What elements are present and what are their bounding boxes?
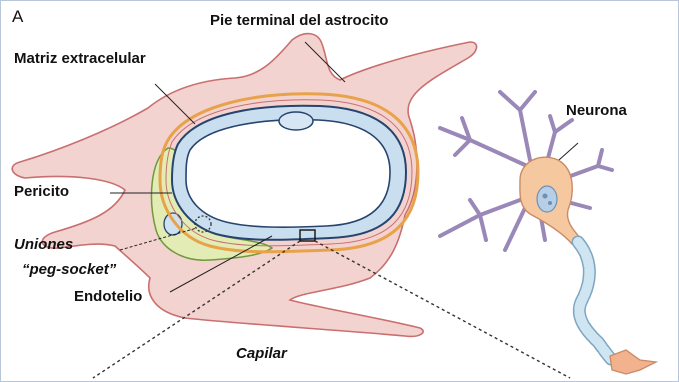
neuron-nucleolus-2 [548,201,552,205]
extracellular-matrix-label: Matriz extracelular [14,51,146,66]
junctions-label-line1: Uniones [14,237,73,252]
endothelium-label: Endotelio [74,289,142,304]
axon-core [578,242,612,360]
pericyte-nucleus [164,213,182,235]
neuron-label: Neurona [566,103,627,118]
neuron-nucleolus [543,194,548,199]
endothelial-nucleus [279,112,313,130]
axon-terminal [610,350,656,374]
neuron-nucleus [537,186,557,212]
panel-letter: A [12,8,23,25]
pericyte-label: Pericito [14,184,69,199]
astrocyte-endfoot-label: Pie terminal del astrocito [210,13,388,28]
capillary-lumen [186,120,390,227]
junctions-label-line2: “peg-socket” [22,262,116,277]
zoom-line-right [315,241,570,378]
capillary-label: Capilar [236,346,287,361]
